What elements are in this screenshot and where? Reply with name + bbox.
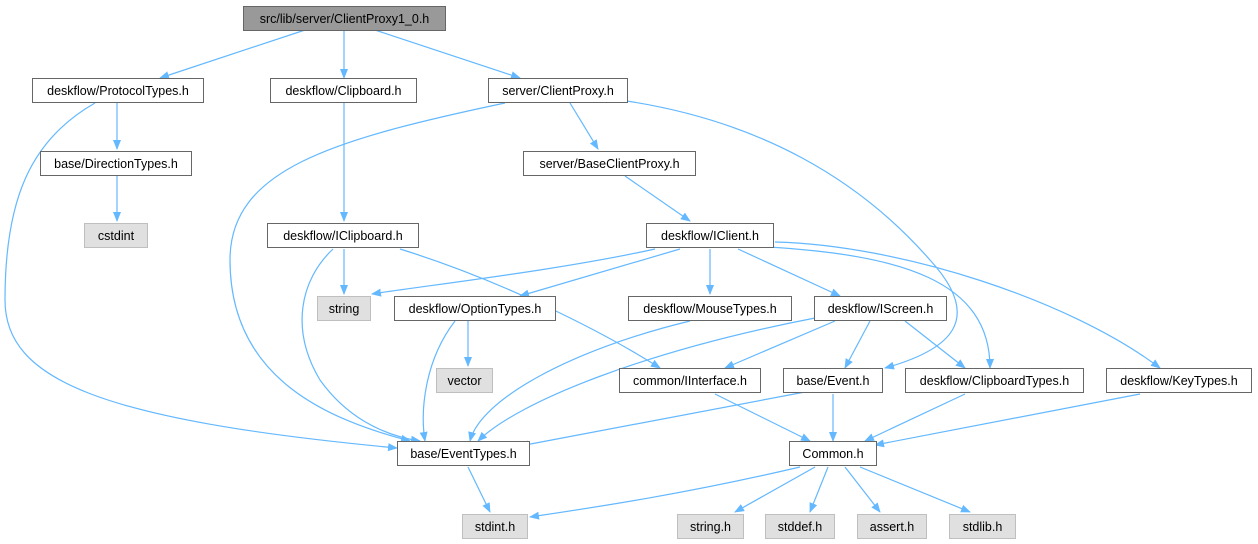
edge-client-proxy-base-client-proxy (569, 102, 599, 150)
edge-common-stdint (529, 466, 801, 520)
edge-common-assert (844, 466, 881, 513)
edge-client-proxy-event-types (229, 102, 506, 443)
node-assert: assert.h (857, 514, 927, 539)
edge-iclient-option-types (519, 248, 681, 298)
node-event-types[interactable]: base/EventTypes.h (397, 441, 530, 466)
edge-iscreen-clipboard-types (904, 320, 966, 369)
node-client-proxy[interactable]: server/ClientProxy.h (488, 78, 628, 103)
edge-iclient-clipboard-types (767, 246, 994, 369)
edge-common-string-h (734, 466, 816, 513)
edge-iscreen-iinterface (724, 320, 836, 369)
node-clipboard-types[interactable]: deskflow/ClipboardTypes.h (905, 368, 1084, 393)
edge-mouse-types-event-types (468, 320, 691, 442)
edge-iclient-string (371, 248, 656, 297)
edge-event-event-types (519, 391, 806, 449)
edge-client-proxy-event (619, 99, 958, 370)
edge-iclient-iscreen (737, 248, 841, 297)
node-cstdint: cstdint (84, 223, 148, 248)
node-event[interactable]: base/Event.h (783, 368, 883, 393)
node-iscreen[interactable]: deskflow/IScreen.h (814, 296, 947, 321)
edge-event-types-stdint (467, 466, 491, 513)
node-iclipboard[interactable]: deskflow/IClipboard.h (267, 223, 419, 248)
node-direction-types[interactable]: base/DirectionTypes.h (40, 151, 192, 176)
node-vector: vector (436, 368, 493, 393)
edge-iinterface-common (714, 393, 811, 442)
node-protocol-types[interactable]: deskflow/ProtocolTypes.h (32, 78, 204, 103)
node-base-client-proxy[interactable]: server/BaseClientProxy.h (523, 151, 696, 176)
node-stddef: stddef.h (765, 514, 835, 539)
edge-protocol-types-event-types (4, 102, 398, 452)
node-root-file: src/lib/server/ClientProxy1_0.h (243, 6, 446, 31)
edge-root-client-proxy (374, 29, 521, 79)
node-string-h: string.h (677, 514, 744, 539)
edge-iclipboard-event-types (301, 248, 421, 444)
node-option-types[interactable]: deskflow/OptionTypes.h (394, 296, 556, 321)
node-common[interactable]: Common.h (789, 441, 877, 466)
edge-clipboard-types-common (864, 393, 966, 442)
node-mouse-types[interactable]: deskflow/MouseTypes.h (628, 296, 792, 321)
edge-base-client-proxy-iclient (624, 175, 691, 222)
node-clipboard[interactable]: deskflow/Clipboard.h (270, 78, 417, 103)
edge-iscreen-event-types (477, 317, 816, 442)
node-string: string (317, 296, 371, 321)
node-iinterface[interactable]: common/IInterface.h (619, 368, 761, 393)
edge-iscreen-event (844, 320, 871, 369)
node-stdlib: stdlib.h (949, 514, 1016, 539)
edge-option-types-event-types (419, 320, 456, 442)
node-key-types[interactable]: deskflow/KeyTypes.h (1106, 368, 1252, 393)
edge-iclient-key-types (774, 241, 1161, 369)
edge-key-types-common (874, 393, 1141, 448)
edge-common-stdlib (859, 466, 971, 513)
edge-common-stddef (809, 466, 829, 513)
edge-root-protocol-types (159, 29, 306, 79)
node-iclient[interactable]: deskflow/IClient.h (646, 223, 774, 248)
node-stdint: stdint.h (462, 514, 528, 539)
